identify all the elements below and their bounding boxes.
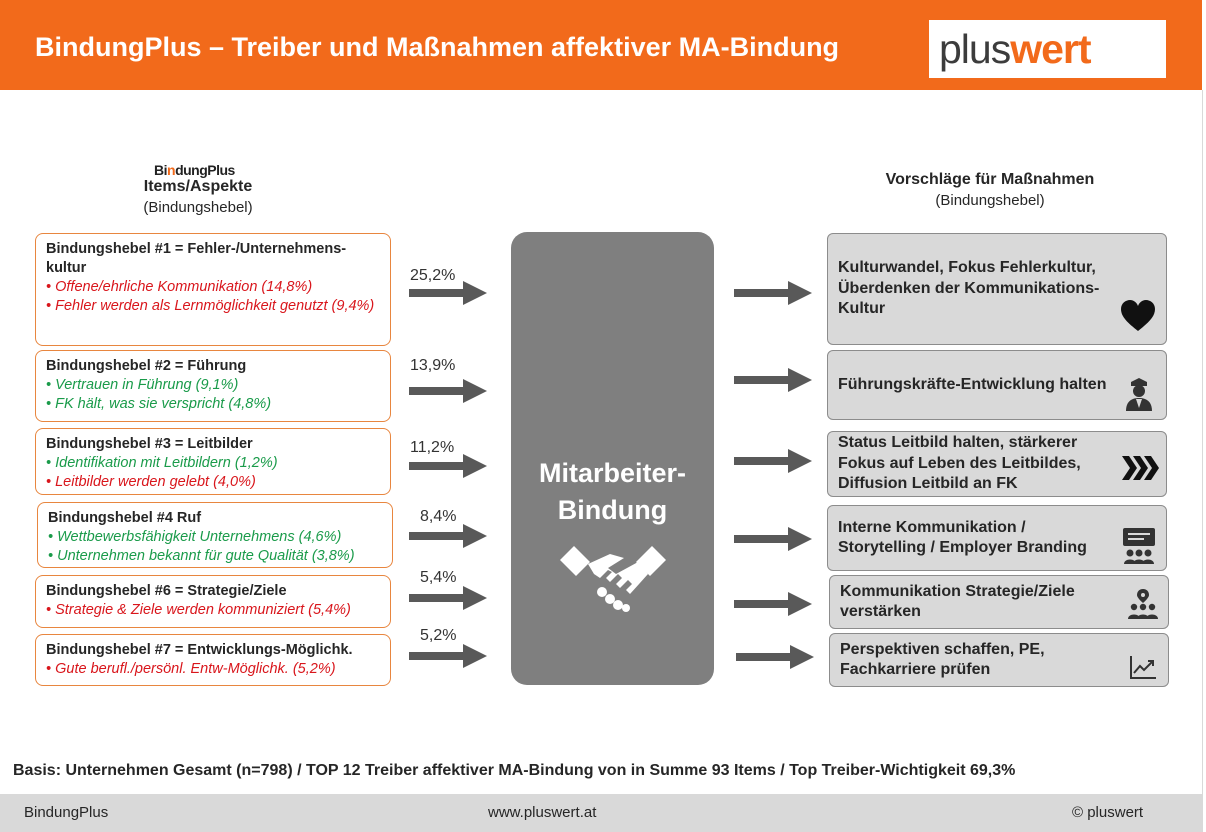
footer-copyright: © pluswert [1072, 804, 1144, 821]
measure-box-mission: Status Leitbild halten, stärkerer Fokus … [827, 431, 1167, 497]
lever-percent: 25,2% [410, 267, 456, 284]
heart-icon [1121, 300, 1155, 331]
arrow-right-icon [409, 281, 487, 305]
page-title: BindungPlus – Treiber und Maßnahmen affe… [35, 32, 840, 62]
lever-item: • Wettbewerbsfähigkeit Unternehmens (4,6… [48, 529, 342, 545]
lever-item: • Vertrauen in Führung (9,1%) [46, 377, 239, 393]
handshake-icon [560, 546, 666, 612]
lever-item: • Gute berufl./persönl. Entw-Möglichk. (… [46, 661, 336, 677]
presentation-icon [1123, 528, 1155, 564]
footer-website-link[interactable]: www.pluswert.at [488, 804, 597, 821]
arrow-right-icon [409, 586, 487, 610]
footer-left: BindungPlus [24, 804, 109, 821]
measure-text: Interne Kommunikation / Storytelling / E… [838, 518, 1087, 557]
arrow-right-icon [409, 454, 487, 478]
left-column-heading: Items/Aspekte [143, 178, 253, 195]
center-employee-retention: Mitarbeiter- Bindung [511, 232, 714, 685]
lever-box-2: Bindungshebel #2 = Führung • Vertrauen i… [35, 350, 391, 422]
lever-title: Bindungshebel #3 = Leitbilder [46, 436, 253, 452]
arrow-right-icon [734, 449, 812, 473]
arrow-right-icon [409, 524, 487, 548]
lever-title: Bindungshebel #6 = Strategie/Ziele [46, 583, 287, 599]
arrow-right-icon [734, 281, 812, 305]
logo-plus: plus [939, 26, 1011, 72]
lever-box-1: Bindungshebel #1 = Fehler-/Unternehmens-… [35, 233, 391, 346]
basis-note: Basis: Unternehmen Gesamt (n=798) / TOP … [13, 762, 1016, 779]
lever-box-6: Bindungshebel #6 = Strategie/Ziele • Str… [35, 575, 391, 628]
lever-percent: 11,2% [410, 439, 455, 456]
lever-box-7: Bindungshebel #7 = Entwicklungs-Möglichk… [35, 634, 391, 686]
measure-box-communication: Interne Kommunikation / Storytelling / E… [827, 505, 1167, 571]
lever-item: • Identifikation mit Leitbildern (1,2%) [46, 455, 278, 471]
lever-item: • FK hält, was sie verspricht (4,8%) [46, 395, 272, 412]
arrow-right-icon [734, 368, 812, 392]
measure-text: Führungskräfte-Entwicklung halten [838, 375, 1107, 393]
growth-chart-icon [1130, 656, 1156, 679]
measure-text: Kulturwandel, Fokus Fehlerkultur, Überde… [838, 259, 1100, 318]
right-column-subheading: (Bindungshebel) [935, 192, 1045, 209]
lever-percent: 8,4% [420, 508, 457, 525]
lever-box-3: Bindungshebel #3 = Leitbilder • Identifi… [35, 428, 391, 495]
right-column-heading: Vorschläge für Maßnahmen [885, 171, 1095, 188]
lever-item: • Leitbilder werden gelebt (4,0%) [46, 473, 256, 490]
measure-text: Kommunikation Strategie/Ziele verstärken [840, 582, 1075, 621]
lever-title: Bindungshebel #1 = Fehler-/Unternehmens-… [46, 241, 347, 276]
measure-box-leadership: Führungskräfte-Entwicklung halten [827, 350, 1167, 420]
measure-text: Perspektiven schaffen, PE, Fachkarriere … [840, 640, 1045, 679]
measure-box-development: Perspektiven schaffen, PE, Fachkarriere … [829, 633, 1169, 687]
measure-text: Status Leitbild halten, stärkerer Fokus … [838, 434, 1081, 493]
arrow-right-icon [409, 644, 487, 668]
lever-title: Bindungshebel #7 = Entwicklungs-Möglichk… [46, 642, 353, 658]
lever-title: Bindungshebel #2 = Führung [46, 358, 247, 374]
center-label-line1: Mitarbeiter- [538, 458, 687, 488]
lever-item: • Unternehmen bekannt für gute Qualität … [48, 547, 355, 564]
measure-box-strategy: Kommunikation Strategie/Ziele verstärken [829, 575, 1169, 629]
lever-percent: 5,2% [420, 627, 457, 644]
lever-item: • Fehler werden als Lernmöglichkeit genu… [46, 297, 375, 314]
lever-percent: 13,9% [410, 357, 456, 374]
right-divider [1202, 90, 1203, 832]
arrow-right-icon [734, 592, 812, 616]
lever-item: • Strategie & Ziele werden kommuniziert … [46, 602, 351, 618]
team-location-icon [1128, 589, 1158, 619]
arrow-right-icon [409, 379, 487, 403]
leader-icon [1126, 378, 1152, 411]
chevrons-icon [1122, 456, 1159, 480]
lever-box-4: Bindungshebel #4 Ruf • Wettbewerbsfähigk… [37, 502, 393, 568]
arrow-right-icon [736, 645, 814, 669]
measure-box-culture: Kulturwandel, Fokus Fehlerkultur, Überde… [827, 233, 1167, 345]
left-column-subheading: (Bindungshebel) [143, 199, 253, 216]
logo-wert: wert [1010, 26, 1091, 72]
lever-percent: 5,4% [420, 569, 457, 586]
bindungplus-logo: BindungPlus [154, 162, 235, 178]
lever-title: Bindungshebel #4 Ruf [48, 510, 202, 526]
center-label-line2: Bindung [557, 495, 668, 525]
arrow-right-icon [734, 527, 812, 551]
lever-item: • Offene/ehrliche Kommunikation (14,8%) [46, 279, 313, 295]
footer-bar: BindungPlus www.pluswert.at © pluswert [0, 794, 1202, 832]
pluswert-logo: pluswert [929, 20, 1166, 78]
